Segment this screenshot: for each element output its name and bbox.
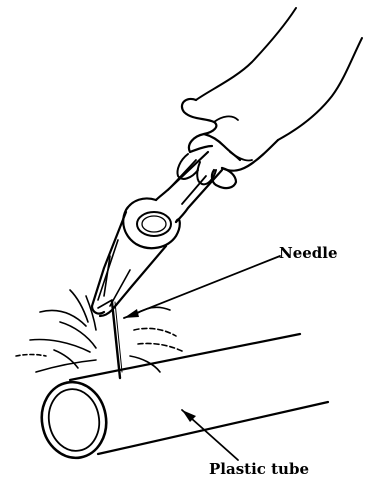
spray-lines [16, 290, 184, 372]
needle-label: Needle [279, 244, 338, 262]
pliers-icon [92, 152, 222, 316]
plastic-tube [36, 334, 328, 463]
arm [196, 8, 362, 140]
plastic-tube-label: Plastic tube [209, 460, 309, 478]
hand [177, 99, 278, 188]
tube-leader-arrow [182, 410, 238, 460]
needle [112, 302, 122, 378]
